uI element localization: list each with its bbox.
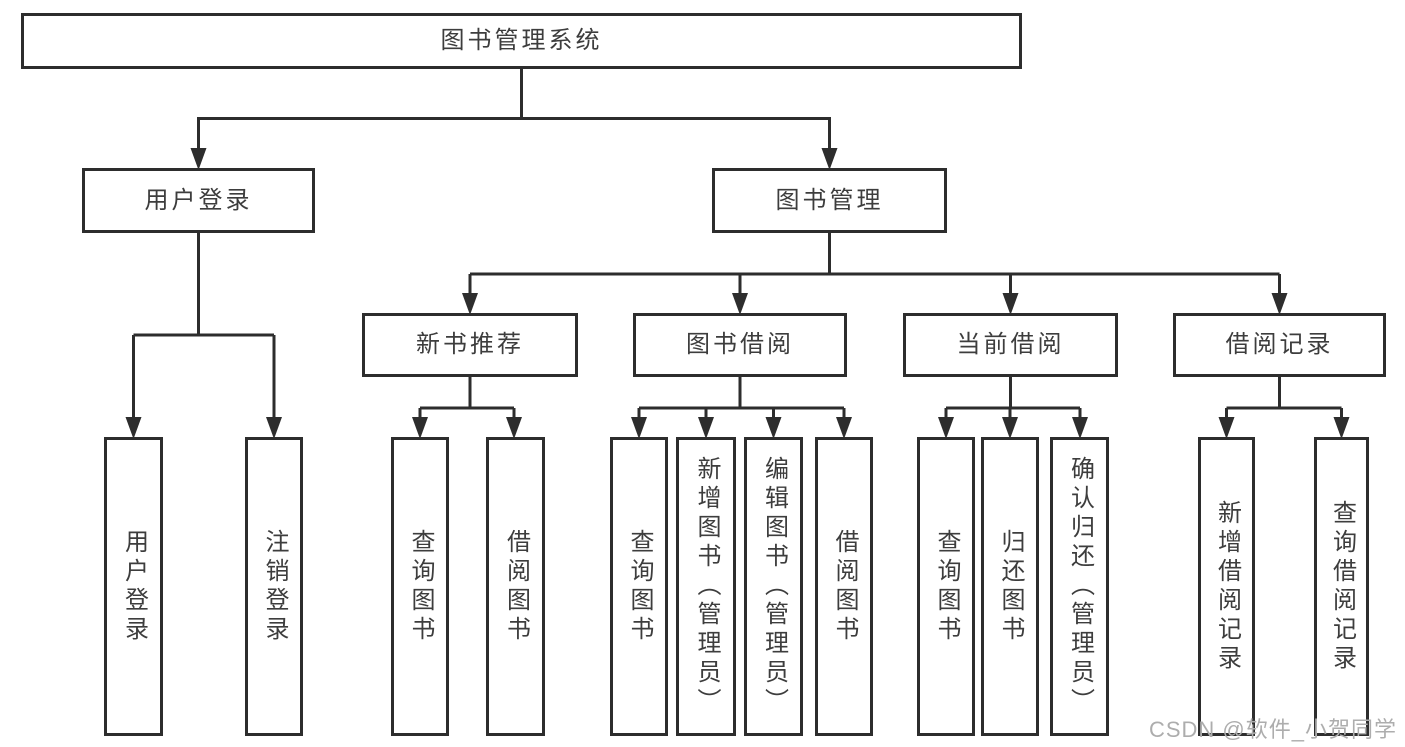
node-leaf-bw-query-books: 查询图书 [610, 437, 668, 736]
node-leaf-cur-confirm-return-admin: 确认归还（管理员） [1050, 437, 1109, 736]
node-leaf-rec-query-books: 查询图书 [391, 437, 449, 736]
node-current-borrow: 当前借阅 [903, 313, 1118, 377]
node-leaf-bw-add-books-admin: 新增图书（管理员） [676, 437, 736, 736]
node-new-book-recommend: 新书推荐 [362, 313, 578, 377]
node-leaf-rc-query-record: 查询借阅记录 [1314, 437, 1369, 736]
node-leaf-cur-return-books: 归还图书 [981, 437, 1039, 736]
node-leaf-bw-edit-books-admin: 编辑图书（管理员） [744, 437, 803, 736]
node-root-library-system: 图书管理系统 [21, 13, 1022, 69]
node-leaf-rec-borrow-books: 借阅图书 [486, 437, 545, 736]
node-book-management: 图书管理 [712, 168, 947, 233]
node-book-borrow: 图书借阅 [633, 313, 847, 377]
node-borrow-records: 借阅记录 [1173, 313, 1386, 377]
node-leaf-logout: 注销登录 [245, 437, 303, 736]
node-leaf-user-login: 用户登录 [104, 437, 163, 736]
node-leaf-cur-query-books: 查询图书 [917, 437, 975, 736]
node-leaf-rc-add-record: 新增借阅记录 [1198, 437, 1255, 736]
node-user-login-branch: 用户登录 [82, 168, 315, 233]
node-leaf-bw-borrow-books: 借阅图书 [815, 437, 873, 736]
